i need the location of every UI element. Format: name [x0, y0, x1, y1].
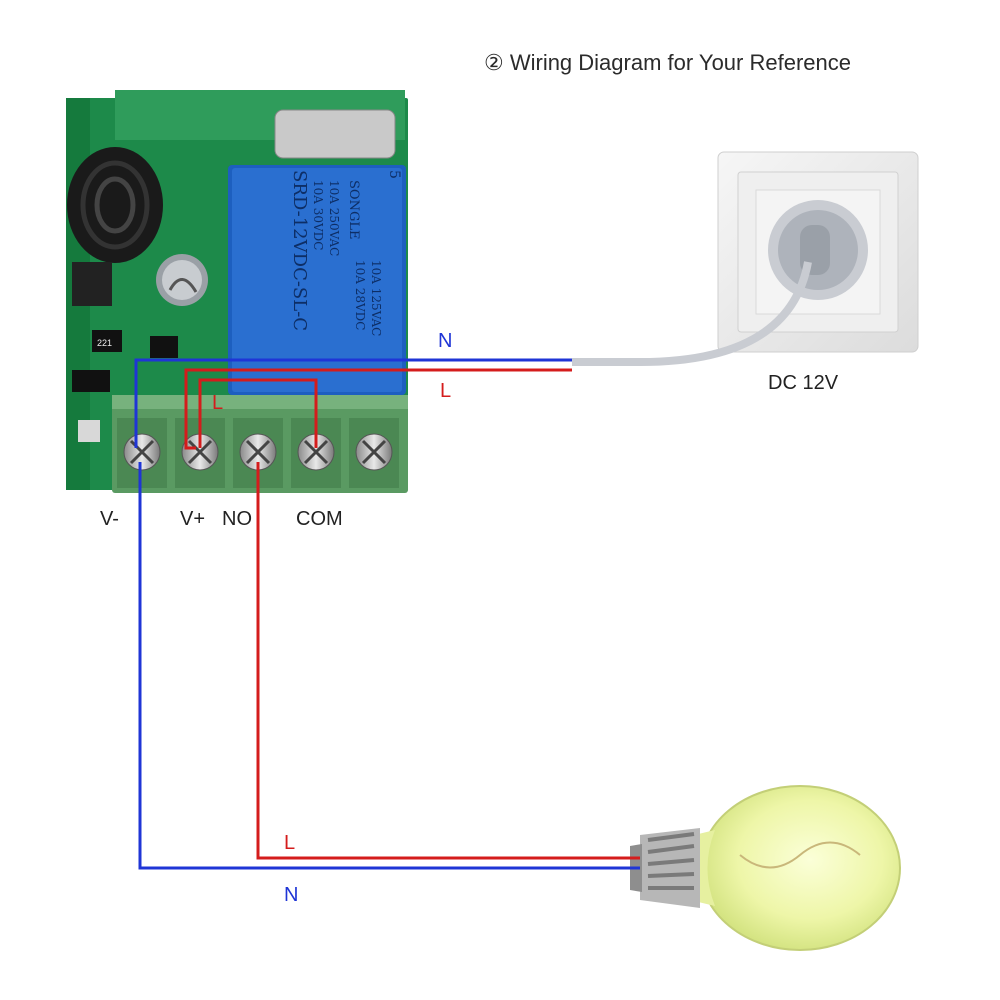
bulb-base	[630, 828, 700, 908]
power-cord	[572, 261, 812, 366]
pcb-code: 221	[97, 338, 112, 348]
relay-module: 221 SONGLE 10A 250VAC 10A 30VDC 10A 125V…	[66, 90, 408, 493]
terminal-block	[112, 395, 408, 493]
live-wire-jumper	[198, 378, 318, 448]
terminal-label-v-plus: V+	[180, 508, 206, 530]
wire-label-board-live: L	[212, 392, 224, 414]
relay-rating-dc-2: 10A 28VDC	[353, 260, 367, 331]
wires	[134, 261, 812, 870]
relay: SONGLE 10A 250VAC 10A 30VDC 10A 125VAC 1…	[228, 165, 406, 395]
wire-label-bottom-live: L	[284, 832, 296, 854]
power-source-label: DC 12V	[768, 372, 839, 394]
live-wire-bottom	[256, 462, 640, 860]
neutral-wire-bottom	[138, 462, 640, 870]
live-wire-top	[184, 368, 572, 450]
relay-brand: SONGLE	[346, 180, 361, 239]
terminal-v-minus-screw	[117, 418, 167, 488]
diagram-title: ② Wiring Diagram for Your Reference	[484, 50, 851, 75]
relay-rating-ac-1: 10A 250VAC	[327, 180, 341, 256]
relay-rating-dc-1: 10A 30VDC	[311, 180, 325, 251]
terminal-label-no: NO	[222, 508, 252, 530]
light-bulb	[630, 785, 901, 951]
relay-pin-count: 5	[386, 170, 402, 179]
wire-label-bottom-neutral: N	[284, 884, 299, 906]
crystal	[274, 109, 396, 159]
neutral-wire-top	[134, 358, 572, 448]
wire-label-top-live: L	[440, 380, 452, 402]
antenna-coil	[67, 147, 163, 263]
wire-label-top-neutral: N	[438, 330, 453, 352]
terminal-label-v-minus: V-	[100, 508, 119, 530]
relay-model: SRD-12VDC-SL-C	[289, 170, 310, 331]
terminal-nc-screw	[349, 418, 399, 488]
capacitor	[156, 254, 208, 306]
terminal-label-com: COM	[296, 508, 343, 530]
wall-socket	[717, 151, 919, 353]
relay-rating-ac-2: 10A 125VAC	[369, 260, 383, 336]
